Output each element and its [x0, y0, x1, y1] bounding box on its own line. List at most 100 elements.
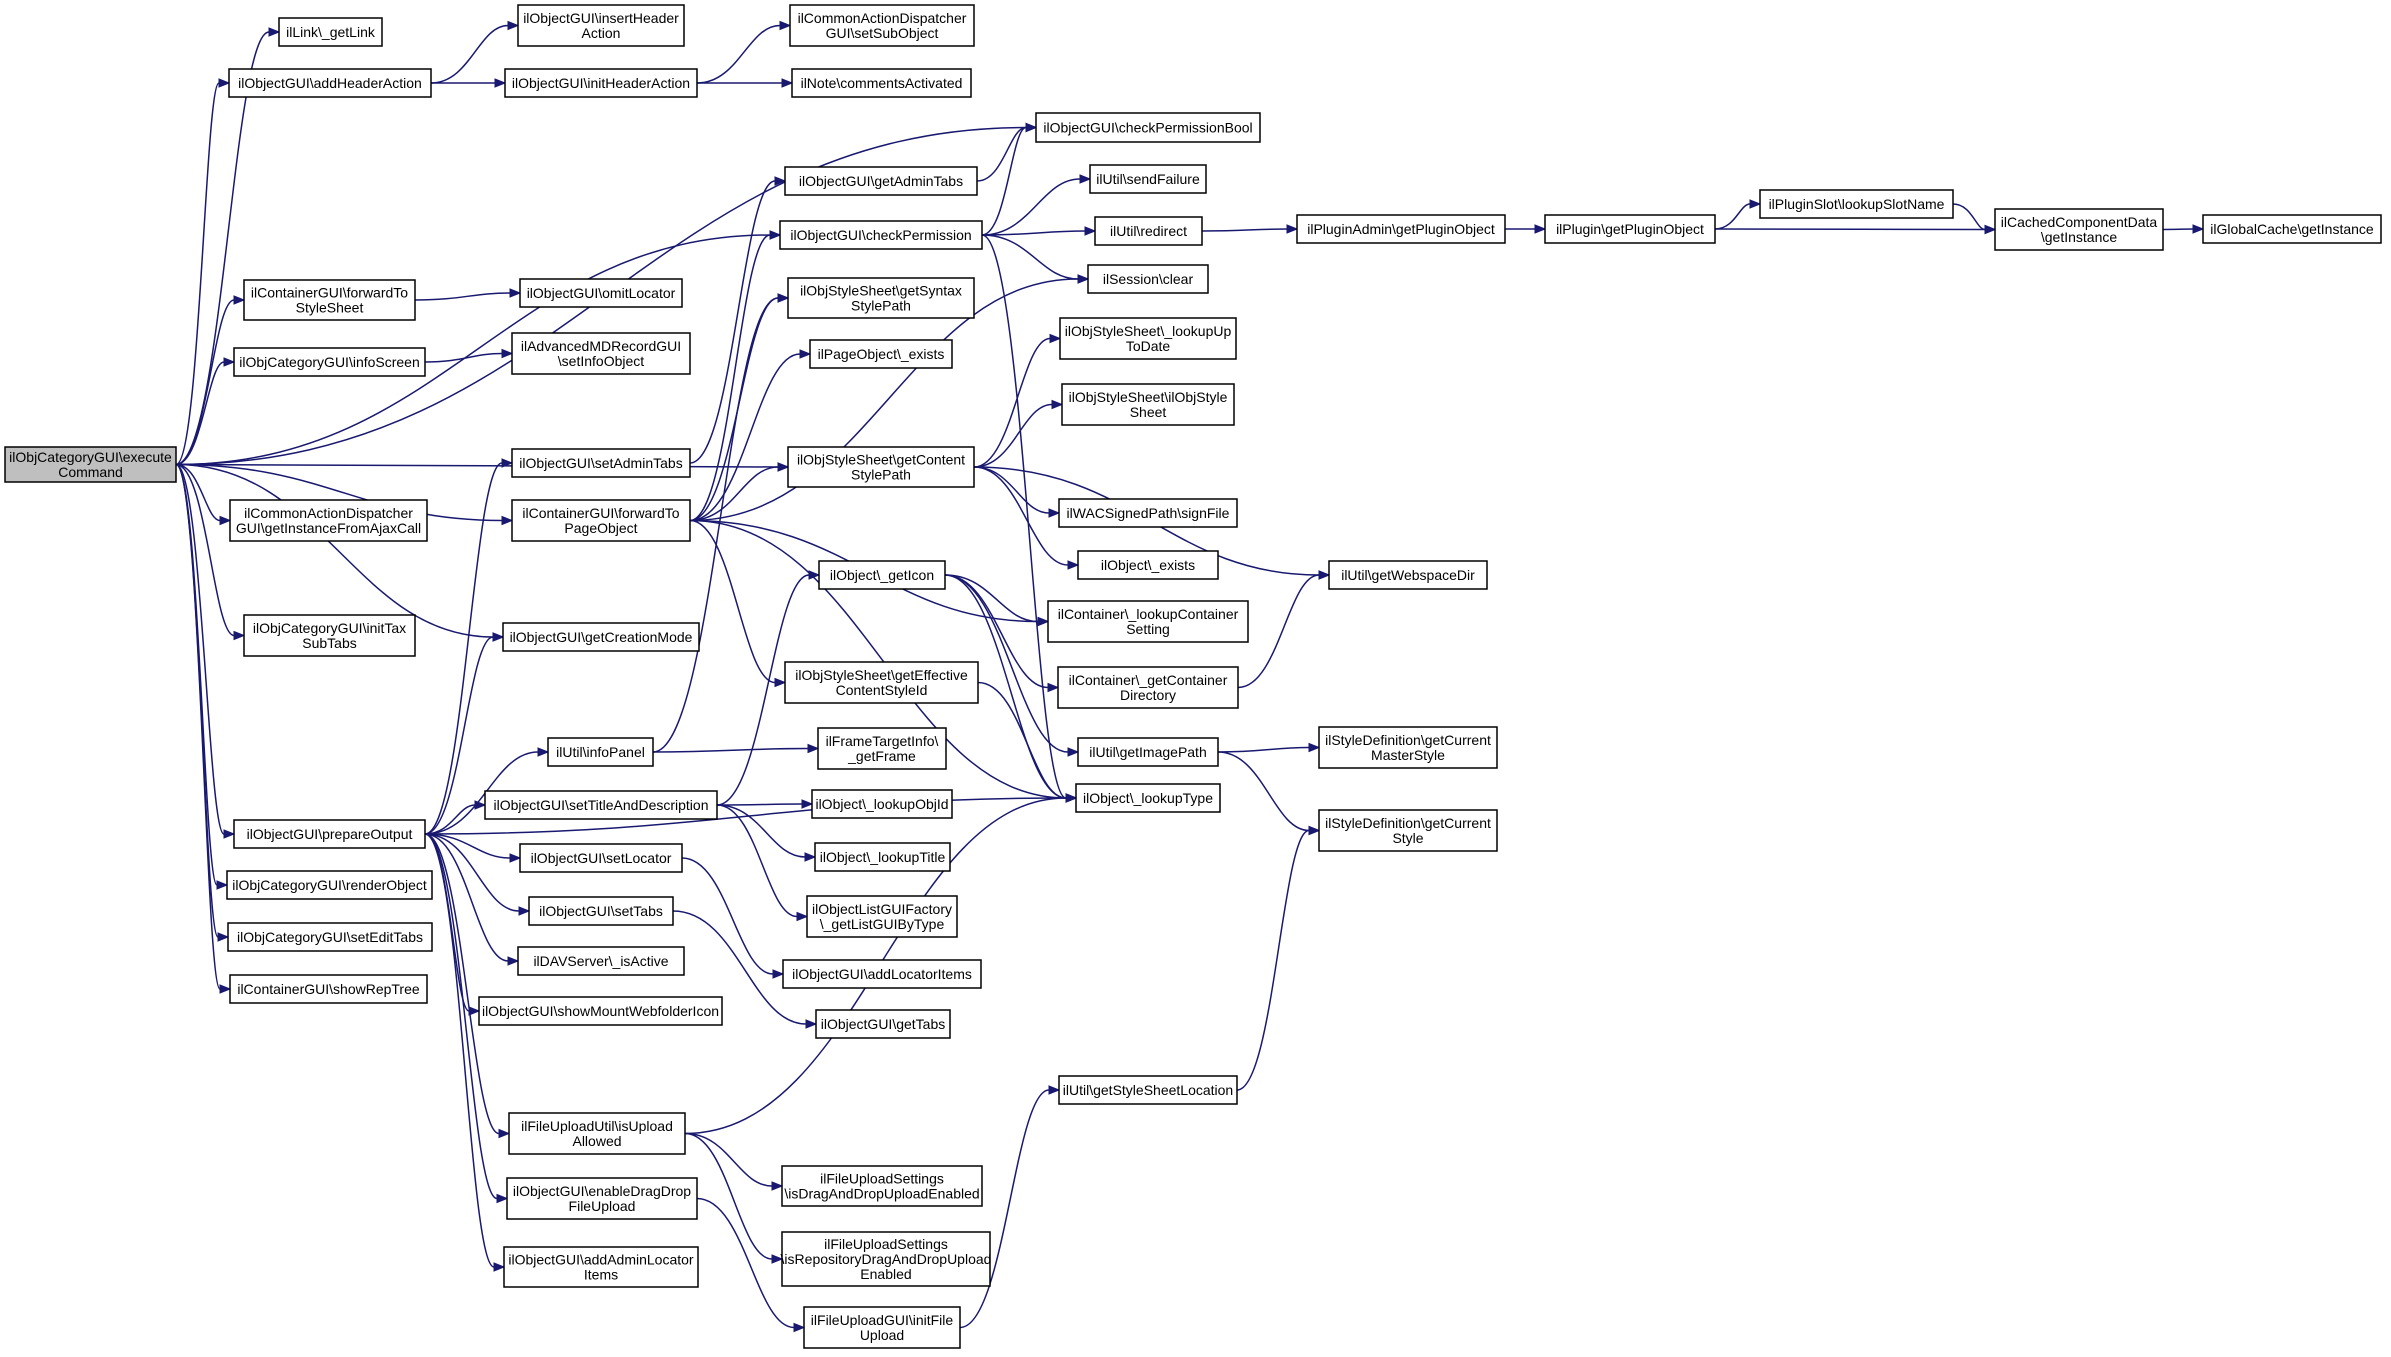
node-box[interactable]	[1077, 737, 1219, 767]
node-box[interactable]	[784, 166, 978, 196]
node-box[interactable]	[1296, 214, 1506, 244]
node-box[interactable]	[506, 1177, 698, 1220]
node-getCreationMode[interactable]: ilObjectGUI\getCreationMode	[502, 622, 700, 652]
node-commentsActivated[interactable]: ilNote\commentsActivated	[791, 68, 972, 98]
node-box[interactable]	[243, 279, 416, 321]
node-box[interactable]	[781, 1231, 991, 1287]
node-initHeaderAction[interactable]: ilObjectGUI\initHeaderAction	[504, 68, 698, 98]
node-box[interactable]	[1047, 600, 1249, 643]
node-box[interactable]	[1089, 164, 1207, 194]
node-lookupObjId[interactable]: ilObject\_lookupObjId	[811, 789, 953, 819]
node-box[interactable]	[1077, 550, 1219, 580]
node-box[interactable]	[478, 996, 723, 1026]
node-addHeaderAction[interactable]: ilObjectGUI\addHeaderAction	[228, 68, 432, 98]
node-box[interactable]	[1318, 809, 1498, 852]
node-getAdminTabs[interactable]: ilObjectGUI\getAdminTabs	[784, 166, 978, 196]
node-box[interactable]	[233, 819, 426, 849]
node-box[interactable]	[814, 842, 951, 872]
node-box[interactable]	[789, 4, 975, 47]
node-getImagePath[interactable]: ilUtil\getImagePath	[1077, 737, 1219, 767]
node-box[interactable]	[1059, 317, 1237, 360]
node-box[interactable]	[1994, 208, 2164, 251]
node-getLink[interactable]: ilLink\_getLink	[278, 17, 383, 47]
node-box[interactable]	[1759, 189, 1954, 219]
node-sessionClear[interactable]: ilSession\clear	[1087, 264, 1209, 294]
node-infoPanel[interactable]: ilUtil\infoPanel	[547, 737, 654, 767]
node-box[interactable]	[815, 1009, 951, 1039]
node-box[interactable]	[817, 727, 947, 770]
node-box[interactable]	[502, 622, 700, 652]
node-getListGUIByType[interactable]: ilObjectListGUIFactory\_getListGUIByType	[806, 895, 958, 938]
node-box[interactable]	[806, 895, 958, 938]
node-box[interactable]	[4, 446, 177, 483]
node-setEditTabs[interactable]: ilObjCategoryGUI\setEditTabs	[227, 922, 433, 952]
node-cachedGetInstance[interactable]: ilCachedComponentData\getInstance	[1994, 208, 2164, 251]
node-lookupTitle[interactable]: ilObject\_lookupTitle	[814, 842, 951, 872]
node-box[interactable]	[517, 4, 685, 47]
node-setTitleAndDescription[interactable]: ilObjectGUI\setTitleAndDescription	[484, 790, 718, 820]
node-box[interactable]	[229, 974, 428, 1004]
node-box[interactable]	[519, 843, 683, 873]
node-box[interactable]	[508, 1112, 686, 1155]
node-box[interactable]	[791, 68, 972, 98]
node-addLocatorItems[interactable]: ilObjectGUI\addLocatorItems	[782, 959, 982, 989]
node-box[interactable]	[1075, 783, 1221, 813]
node-setInfoObject[interactable]: ilAdvancedMDRecordGUI\setInfoObject	[511, 332, 691, 375]
node-box[interactable]	[2202, 214, 2382, 244]
node-box[interactable]	[278, 17, 383, 47]
node-box[interactable]	[787, 446, 975, 488]
node-omitLocator[interactable]: ilObjectGUI\omitLocator	[519, 278, 683, 308]
node-box[interactable]	[226, 870, 433, 900]
node-box[interactable]	[1058, 498, 1238, 528]
node-box[interactable]	[519, 278, 683, 308]
node-box[interactable]	[782, 959, 982, 989]
node-getIcon[interactable]: ilObject\_getIcon	[818, 560, 946, 590]
node-setLocator[interactable]: ilObjectGUI\setLocator	[519, 843, 683, 873]
node-lookupSlotName[interactable]: ilPluginSlot\lookupSlotName	[1759, 189, 1954, 219]
node-box[interactable]	[1061, 383, 1235, 426]
node-prepareOutput[interactable]: ilObjectGUI\prepareOutput	[233, 819, 426, 849]
node-box[interactable]	[227, 922, 433, 952]
node-box[interactable]	[504, 68, 698, 98]
node-box[interactable]	[1318, 726, 1498, 769]
node-getInstanceFromAjax[interactable]: ilCommonActionDispatcherGUI\getInstanceF…	[229, 499, 428, 542]
node-renderObject[interactable]: ilObjCategoryGUI\renderObject	[226, 870, 433, 900]
node-box[interactable]	[528, 896, 674, 926]
node-box[interactable]	[1094, 216, 1203, 246]
node-redirect[interactable]: ilUtil\redirect	[1094, 216, 1203, 246]
node-showMountWebfolderIcon[interactable]: ilObjectGUI\showMountWebfolderIcon	[478, 996, 723, 1026]
node-box[interactable]	[1058, 1075, 1238, 1105]
node-lookupType[interactable]: ilObject\_lookupType	[1075, 783, 1221, 813]
node-isDragAndDropUploadEnabled[interactable]: ilFileUploadSettings\isDragAndDropUpload…	[781, 1165, 983, 1207]
node-box[interactable]	[243, 614, 416, 657]
node-getPluginObject[interactable]: ilPlugin\getPluginObject	[1544, 214, 1716, 244]
node-box[interactable]	[1057, 666, 1239, 709]
node-box[interactable]	[803, 1306, 961, 1349]
node-sendFailure[interactable]: ilUtil\sendFailure	[1089, 164, 1207, 194]
node-showRepTree[interactable]: ilContainerGUI\showRepTree	[229, 974, 428, 1004]
node-setTabs[interactable]: ilObjectGUI\setTabs	[528, 896, 674, 926]
node-box[interactable]	[1035, 112, 1261, 143]
node-box[interactable]	[517, 946, 685, 976]
node-box[interactable]	[547, 737, 654, 767]
node-box[interactable]	[511, 332, 691, 375]
node-ilObjStyleSheet[interactable]: ilObjStyleSheet\ilObjStyleSheet	[1061, 383, 1235, 426]
node-box[interactable]	[784, 661, 979, 704]
node-box[interactable]	[787, 277, 975, 319]
node-box[interactable]	[779, 220, 983, 250]
node-checkPermissionBool[interactable]: ilObjectGUI\checkPermissionBool	[1035, 112, 1261, 143]
node-box[interactable]	[228, 68, 432, 98]
node-checkPermission[interactable]: ilObjectGUI\checkPermission	[779, 220, 983, 250]
node-infoScreen[interactable]: ilObjCategoryGUI\infoScreen	[233, 347, 426, 377]
node-box[interactable]	[1544, 214, 1716, 244]
